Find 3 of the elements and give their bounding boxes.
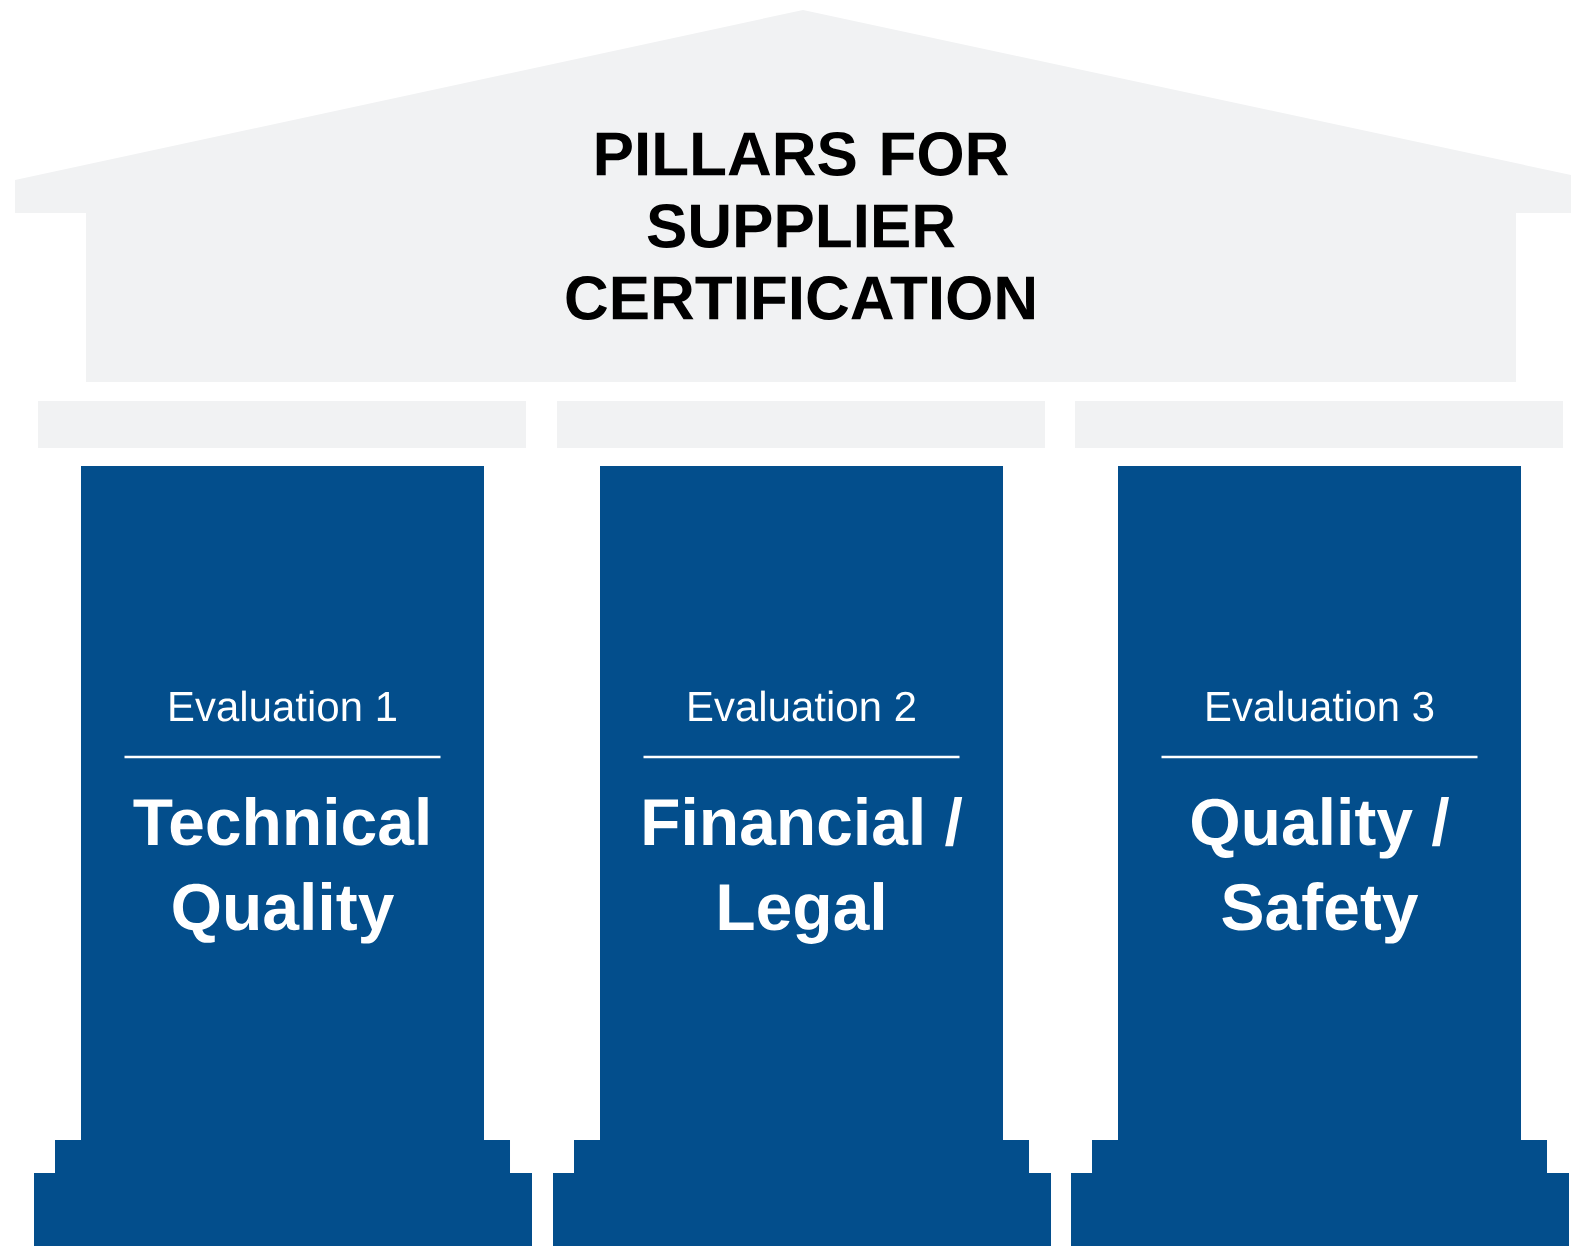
pillar: Evaluation 1 Technical Quality xyxy=(34,401,532,1246)
pillar: Evaluation 3 Quality / Safety xyxy=(1071,401,1569,1246)
pillar: Evaluation 2 Financial / Legal xyxy=(553,401,1051,1246)
